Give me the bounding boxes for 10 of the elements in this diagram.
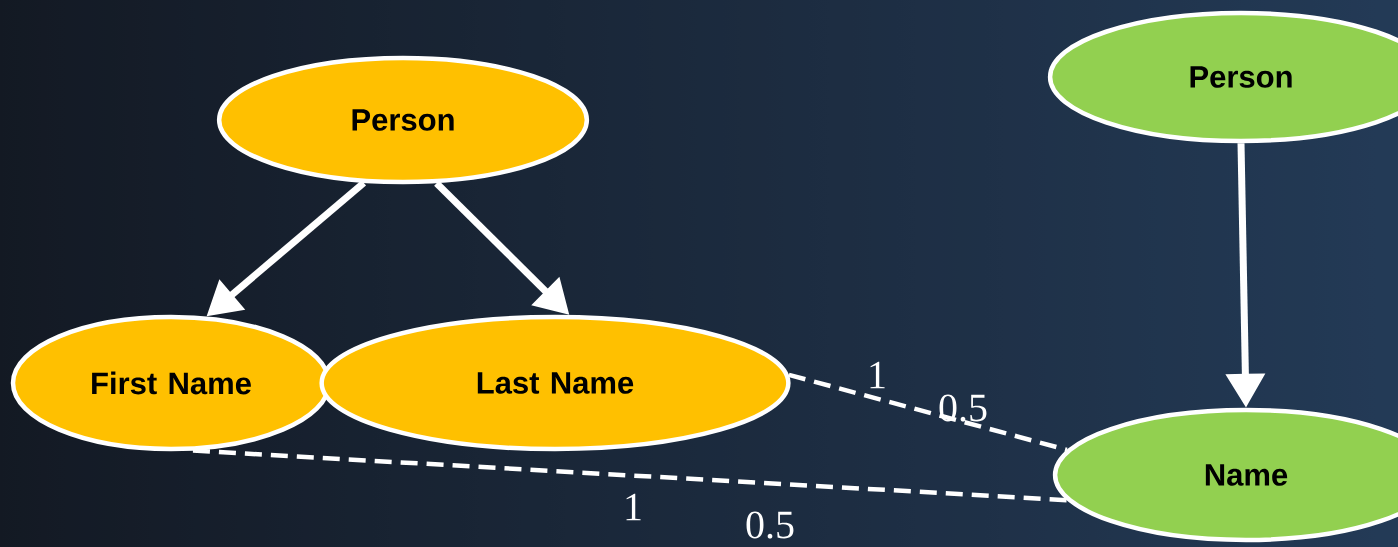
ellipse-node: Person [216, 55, 590, 185]
ellipse-node: Last Name [319, 314, 791, 452]
ellipse-node: Person [1047, 10, 1398, 144]
connector-line [192, 448, 1067, 503]
connector-line [788, 372, 1068, 452]
weight-label: 1 [870, 361, 885, 389]
ellipse-node: First Name [10, 314, 332, 452]
ellipse-node: Name [1052, 407, 1398, 543]
weight-label: 1 [626, 493, 641, 521]
weight-label: 0.5 [746, 511, 794, 539]
